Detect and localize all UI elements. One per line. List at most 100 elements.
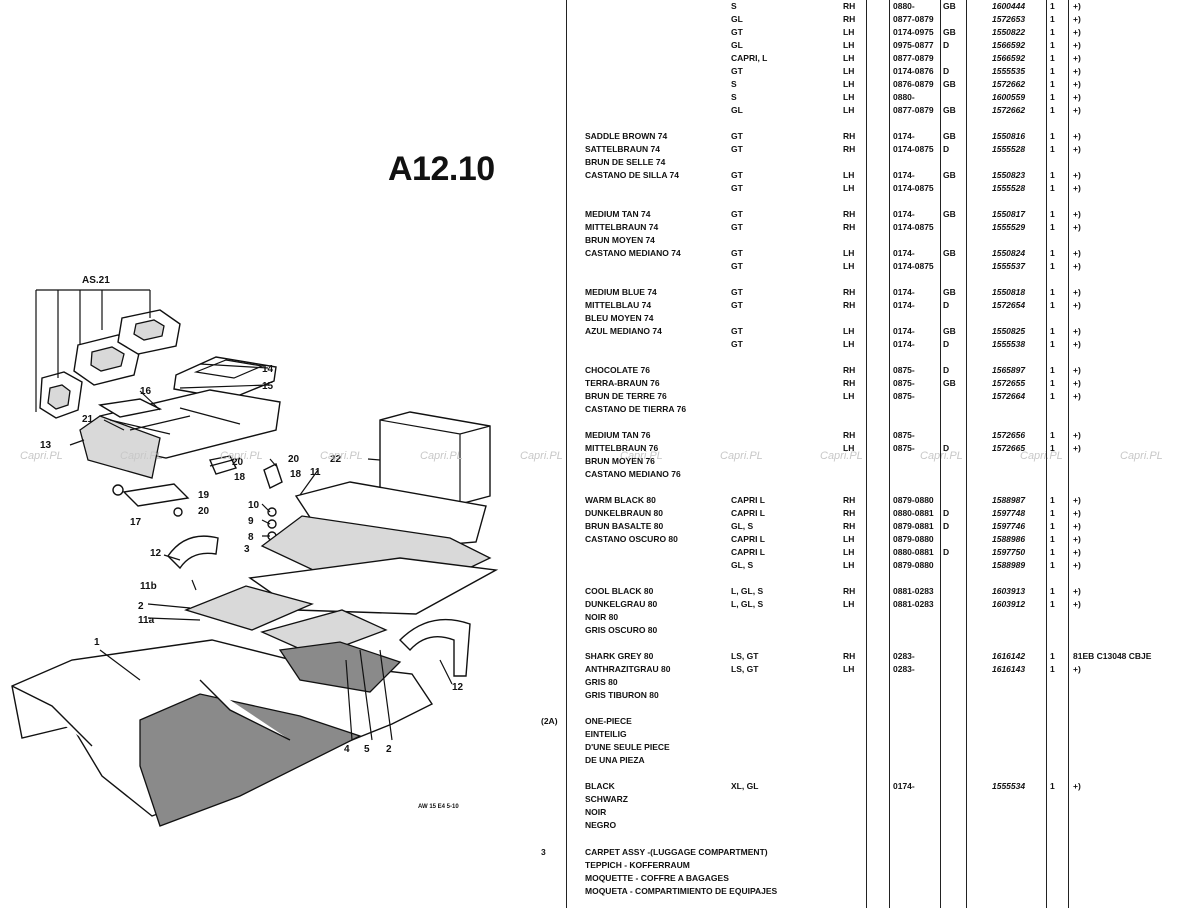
cell-part: 1566592 [992, 53, 1026, 63]
cell-date: 0283- [893, 664, 915, 674]
watermark-text: Capri.PL [1120, 450, 1163, 462]
cell-part: 1572662 [992, 79, 1026, 89]
callout-label: 2 [386, 744, 392, 755]
cell-qty: 1 [1050, 40, 1055, 50]
callout-label: 11 [310, 467, 321, 478]
cell-model: GT [731, 131, 743, 141]
cell-side: RH [843, 378, 856, 388]
cell-qty: 1 [1050, 521, 1055, 531]
callout-label: 14 [262, 364, 274, 375]
cell-note: +) [1073, 430, 1081, 440]
cell-desc: MEDIUM BLUE 74 [585, 287, 657, 297]
cell-side: RH [843, 209, 856, 219]
callout-label: 4 [344, 744, 350, 755]
cell-cty: GB [943, 209, 956, 219]
cell-date: 0875- [893, 430, 915, 440]
cell-side: RH [843, 651, 856, 661]
cell-part: 1572656 [992, 430, 1026, 440]
cell-side: RH [843, 508, 856, 518]
cell-part: 1572653 [992, 14, 1026, 24]
cell-note: +) [1073, 27, 1081, 37]
cell-cty: D [943, 547, 950, 557]
cell-qty: 1 [1050, 443, 1055, 453]
callout-label: 21 [82, 414, 94, 425]
cell-desc: SADDLE BROWN 74 [585, 131, 668, 141]
cell-desc: CASTANO OSCURO 80 [585, 534, 678, 544]
watermark-text: Capri.PL [920, 450, 963, 462]
cell-part: 1597750 [992, 547, 1026, 557]
cell-part: 1572665 [992, 443, 1026, 453]
table-row: BLEU MOYEN 74 [0, 312, 1200, 325]
cell-part: 1550822 [992, 27, 1026, 37]
cell-qty: 1 [1050, 222, 1055, 232]
cell-date: 0875- [893, 391, 915, 401]
cell-note: +) [1073, 664, 1081, 674]
cell-date: 0877-0879 [893, 105, 934, 115]
callout-label: 13 [40, 440, 52, 451]
cell-side: LH [843, 599, 855, 609]
cell-side: LH [843, 391, 855, 401]
cell-cty: GB [943, 170, 956, 180]
cell-desc: CASTANO DE SILLA 74 [585, 170, 679, 180]
callout-label: AS.21 [82, 275, 110, 286]
table-row: GRIS TIBURON 80 [0, 689, 1200, 702]
cell-qty: 1 [1050, 664, 1055, 674]
table-row: TEPPICH - KOFFERRAUM [0, 859, 1200, 872]
cell-date: 0174- [893, 209, 915, 219]
cell-desc: NOIR [585, 807, 607, 817]
cell-desc: BRUN DE TERRE 76 [585, 391, 667, 401]
cell-model: GT [731, 209, 743, 219]
cell-part: 1600444 [992, 1, 1026, 11]
cell-cty: D [943, 521, 950, 531]
cell-date: 0283- [893, 651, 915, 661]
cell-desc: SCHWARZ [585, 794, 628, 804]
cell-date: 0975-0877 [893, 40, 934, 50]
cell-part: 1566592 [992, 40, 1026, 50]
cell-note: +) [1073, 79, 1081, 89]
cell-qty: 1 [1050, 495, 1055, 505]
watermark-text: Capri.PL [520, 450, 563, 462]
cell-note: +) [1073, 144, 1081, 154]
cell-side: RH [843, 521, 856, 531]
cell-note: +) [1073, 560, 1081, 570]
cell-model: LS, GT [731, 651, 759, 661]
cell-desc: MITTELBRAUN 76 [585, 443, 659, 453]
cell-date: 0174- [893, 131, 915, 141]
cell-model: CAPRI L [731, 495, 765, 505]
cell-date: 0174-0975 [893, 27, 934, 37]
cell-side: LH [843, 248, 855, 258]
cell-date: 0174- [893, 781, 915, 791]
cell-cty: GB [943, 378, 956, 388]
cell-desc: ANTHRAZITGRAU 80 [585, 664, 671, 674]
watermark-text: Capri.PL [720, 450, 763, 462]
cell-qty: 1 [1050, 287, 1055, 297]
cell-date: 0876-0879 [893, 79, 934, 89]
cell-note: +) [1073, 222, 1081, 232]
cell-model: GT [731, 261, 743, 271]
cell-part: 1550816 [992, 131, 1026, 141]
cell-model: CAPRI L [731, 534, 765, 544]
cell-part: 1588986 [992, 534, 1026, 544]
cell-date: 0174- [893, 339, 915, 349]
cell-note: +) [1073, 534, 1081, 544]
cell-date: 0174-0876 [893, 66, 934, 76]
cell-desc: CARPET ASSY -(LUGGAGE COMPARTMENT) [585, 847, 768, 857]
cell-model: GT [731, 222, 743, 232]
table-rule [566, 0, 567, 908]
table-rule [940, 0, 941, 908]
table-rule [866, 0, 867, 908]
cell-date: 0880-0881 [893, 547, 934, 557]
cell-note: +) [1073, 365, 1081, 375]
cell-date: 0880-0881 [893, 508, 934, 518]
